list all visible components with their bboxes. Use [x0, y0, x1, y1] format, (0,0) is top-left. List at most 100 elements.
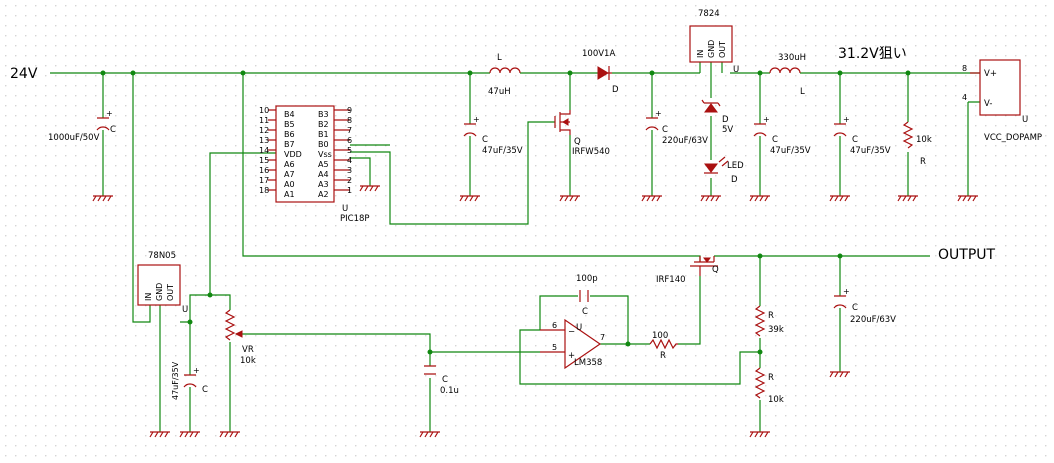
svg-text:18: 18 — [259, 186, 269, 195]
svg-text:12: 12 — [259, 126, 269, 135]
c3-ref: C — [772, 135, 778, 145]
led-value: LED — [727, 161, 744, 171]
reg24-pin-in: IN — [696, 50, 705, 58]
reg5-pin-gnd: GND — [155, 283, 164, 301]
svg-text:B2: B2 — [318, 120, 329, 129]
vcc-ref: U — [1022, 115, 1028, 125]
cap-c4-symbol: + — [833, 115, 850, 137]
c5-ref: C — [202, 385, 208, 395]
c5-value: 47uF/35V — [171, 361, 180, 400]
svg-text:10: 10 — [259, 106, 269, 115]
resistor-rtop — [754, 305, 766, 337]
cap-c5-symbol: + — [183, 366, 200, 388]
c1-value: 47uF/35V — [482, 146, 523, 156]
svg-text:1: 1 — [347, 186, 352, 195]
resistor-rg — [649, 338, 678, 350]
opamp-pin-out: 7 — [600, 333, 605, 342]
svg-text:3: 3 — [347, 166, 352, 175]
cap-c6-symbol — [424, 365, 436, 375]
svg-text:6: 6 — [347, 136, 352, 145]
l2-value: 330uH — [778, 53, 806, 63]
svg-text:A5: A5 — [318, 160, 329, 169]
ic-boxes — [137, 25, 1021, 306]
reg24-pin-out: OUT — [718, 41, 727, 58]
inductor-symbols — [489, 67, 801, 74]
c4-ref: C — [852, 135, 858, 145]
c-in-value: 1000uF/50V — [48, 133, 100, 143]
resistor-symbols — [224, 121, 914, 399]
svg-text:+: + — [763, 115, 770, 124]
reg5-pin-in: IN — [144, 293, 153, 301]
cap-cfb-symbol — [579, 290, 589, 302]
reg24-out-label: U — [733, 65, 739, 75]
svg-text:14: 14 — [259, 146, 269, 155]
q-sw-ref: Q — [574, 137, 581, 147]
c1-ref: C — [482, 135, 488, 145]
svg-text:A4: A4 — [318, 170, 329, 179]
svg-text:B3: B3 — [318, 110, 329, 119]
svg-text:9: 9 — [347, 106, 352, 115]
reg24-value: 7824 — [698, 9, 720, 19]
l1-value: 47uH — [488, 87, 511, 97]
r-g-value: 100 — [652, 331, 668, 341]
svg-text:Vss: Vss — [318, 150, 332, 159]
vr-ref: VR — [242, 345, 254, 355]
zener-ref: D — [722, 115, 729, 125]
svg-text:B0: B0 — [318, 140, 329, 149]
svg-text:2: 2 — [347, 176, 352, 185]
resistor-rload — [902, 121, 914, 149]
vr-value: 10k — [240, 356, 256, 366]
svg-text:15: 15 — [259, 156, 269, 165]
mosfet-symbols — [554, 110, 718, 276]
svg-text:11: 11 — [259, 116, 269, 125]
diode-main-symbol — [597, 66, 612, 80]
l1-ref: L — [497, 53, 502, 63]
svg-text:A3: A3 — [318, 180, 329, 189]
cap-c1-symbol: + — [463, 115, 480, 137]
vcc-pin-plus: V+ — [984, 69, 997, 79]
svg-text:+: + — [843, 287, 850, 296]
svg-text:4: 4 — [347, 156, 352, 165]
c2-ref: C — [662, 125, 668, 135]
c4-value: 47uF/35V — [850, 146, 891, 156]
svg-text:+: + — [473, 115, 480, 124]
svg-text:A1: A1 — [284, 190, 295, 199]
cap-cout-symbol: + — [833, 287, 850, 309]
inductor-l1 — [489, 67, 521, 74]
r-g-ref: R — [660, 351, 666, 361]
reg5-out-label: U — [182, 305, 188, 315]
capacitor-symbols: + + + + + + + — [96, 109, 850, 388]
c6-value: 0.1u — [440, 386, 459, 396]
svg-text:8: 8 — [347, 116, 352, 125]
c6-ref: C — [442, 375, 448, 385]
r-bot-value: 10k — [768, 395, 784, 405]
svg-text:VDD: VDD — [284, 150, 302, 159]
potentiometer-vr — [224, 309, 236, 341]
svg-text:13: 13 — [259, 136, 269, 145]
svg-text:A2: A2 — [318, 190, 329, 199]
svg-text:7: 7 — [347, 126, 352, 135]
reg-7824-box — [689, 25, 733, 63]
reg24-pin-gnd: GND — [707, 40, 716, 58]
led-ref: D — [731, 175, 738, 185]
svg-text:+: + — [568, 351, 575, 361]
inductor-l2 — [769, 67, 801, 74]
svg-text:16: 16 — [259, 166, 269, 175]
svg-text:+: + — [106, 109, 113, 118]
l2-ref: L — [800, 87, 805, 97]
net-output-label: OUTPUT — [938, 247, 996, 263]
mosfet-irf140-symbol — [690, 256, 718, 276]
r-load-value: 10k — [916, 135, 932, 145]
c3-value: 47uF/35V — [770, 146, 811, 156]
svg-text:B5: B5 — [284, 120, 295, 129]
opamp-ref: U — [576, 323, 582, 333]
svg-text:+: + — [655, 109, 662, 118]
c-fb-ref: C — [582, 307, 588, 317]
mcu-value: PIC18P — [340, 214, 370, 224]
mcu-box — [275, 105, 335, 203]
r-bot-ref: R — [768, 373, 774, 383]
labels: 24V OUTPUT 31.2V狙い 1000uF/50V C L 47uH C… — [10, 9, 1042, 405]
